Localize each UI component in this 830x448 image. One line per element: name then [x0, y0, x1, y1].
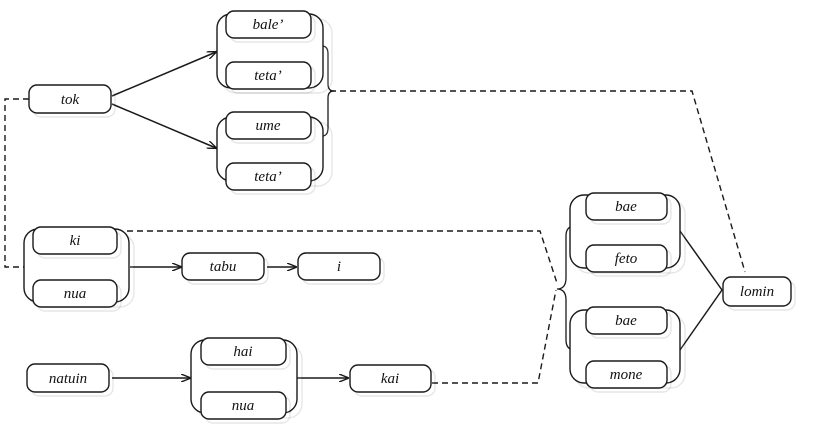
node-bale: bale’	[225, 10, 316, 43]
node-teta-1-label: teta’	[254, 68, 282, 84]
node-kai-label: kai	[381, 371, 399, 387]
node-i: i	[297, 252, 385, 285]
brace-lomin-groups	[556, 225, 576, 351]
node-ume-label: ume	[256, 118, 281, 134]
node-teta-2-label: teta’	[254, 169, 282, 185]
node-bae-2: bae	[585, 306, 672, 339]
node-teta-2: teta’	[225, 162, 316, 195]
node-nua-2-label: nua	[232, 398, 255, 414]
node-mone: mone	[585, 360, 672, 393]
node-bae-1-label: bae	[615, 199, 637, 215]
dashed-line-upper-group-to-lomin	[330, 90, 746, 273]
edges	[111, 52, 723, 378]
node-i-label: i	[337, 259, 341, 275]
node-nua-1-label: nua	[64, 286, 87, 302]
node-ume: ume	[225, 111, 316, 144]
node-tok-label: tok	[61, 92, 80, 108]
node-kai: kai	[349, 364, 436, 397]
node-tabu: tabu	[181, 252, 269, 285]
braces	[321, 45, 576, 351]
node-tok: tok	[28, 84, 116, 118]
node-lomin: lomin	[722, 276, 796, 311]
node-tabu-label: tabu	[210, 259, 237, 275]
node-bae-2-label: bae	[615, 313, 637, 329]
line-male-group-to-lomin	[679, 289, 723, 351]
arrow-tok-to-bale-group	[111, 52, 216, 97]
node-hai: hai	[200, 337, 291, 370]
brace-upper-groups	[321, 45, 335, 137]
line-female-group-to-lomin	[679, 230, 723, 291]
node-ki-label: ki	[70, 233, 81, 249]
node-bale-label: bale’	[253, 17, 284, 33]
dashed-line-ki-to-female-group	[127, 230, 558, 284]
node-bae-1: bae	[585, 192, 672, 225]
node-hai-label: hai	[233, 344, 252, 360]
node-mone-label: mone	[610, 367, 643, 383]
node-ki: ki	[32, 226, 122, 259]
dashed-line-kai-to-male-group	[432, 289, 557, 384]
node-natuin: natuin	[26, 363, 114, 397]
node-natuin-label: natuin	[49, 371, 87, 387]
node-feto-label: feto	[615, 251, 638, 267]
node-feto: feto	[585, 244, 672, 277]
dashed-line-tok-to-ki	[4, 98, 29, 268]
node-teta-1: teta’	[225, 61, 316, 94]
arrow-tok-to-ume-group	[111, 103, 216, 148]
node-nua-2: nua	[200, 391, 291, 424]
dashed-connectors	[4, 90, 746, 384]
node-nua-1: nua	[32, 279, 122, 312]
node-lomin-label: lomin	[740, 284, 774, 300]
